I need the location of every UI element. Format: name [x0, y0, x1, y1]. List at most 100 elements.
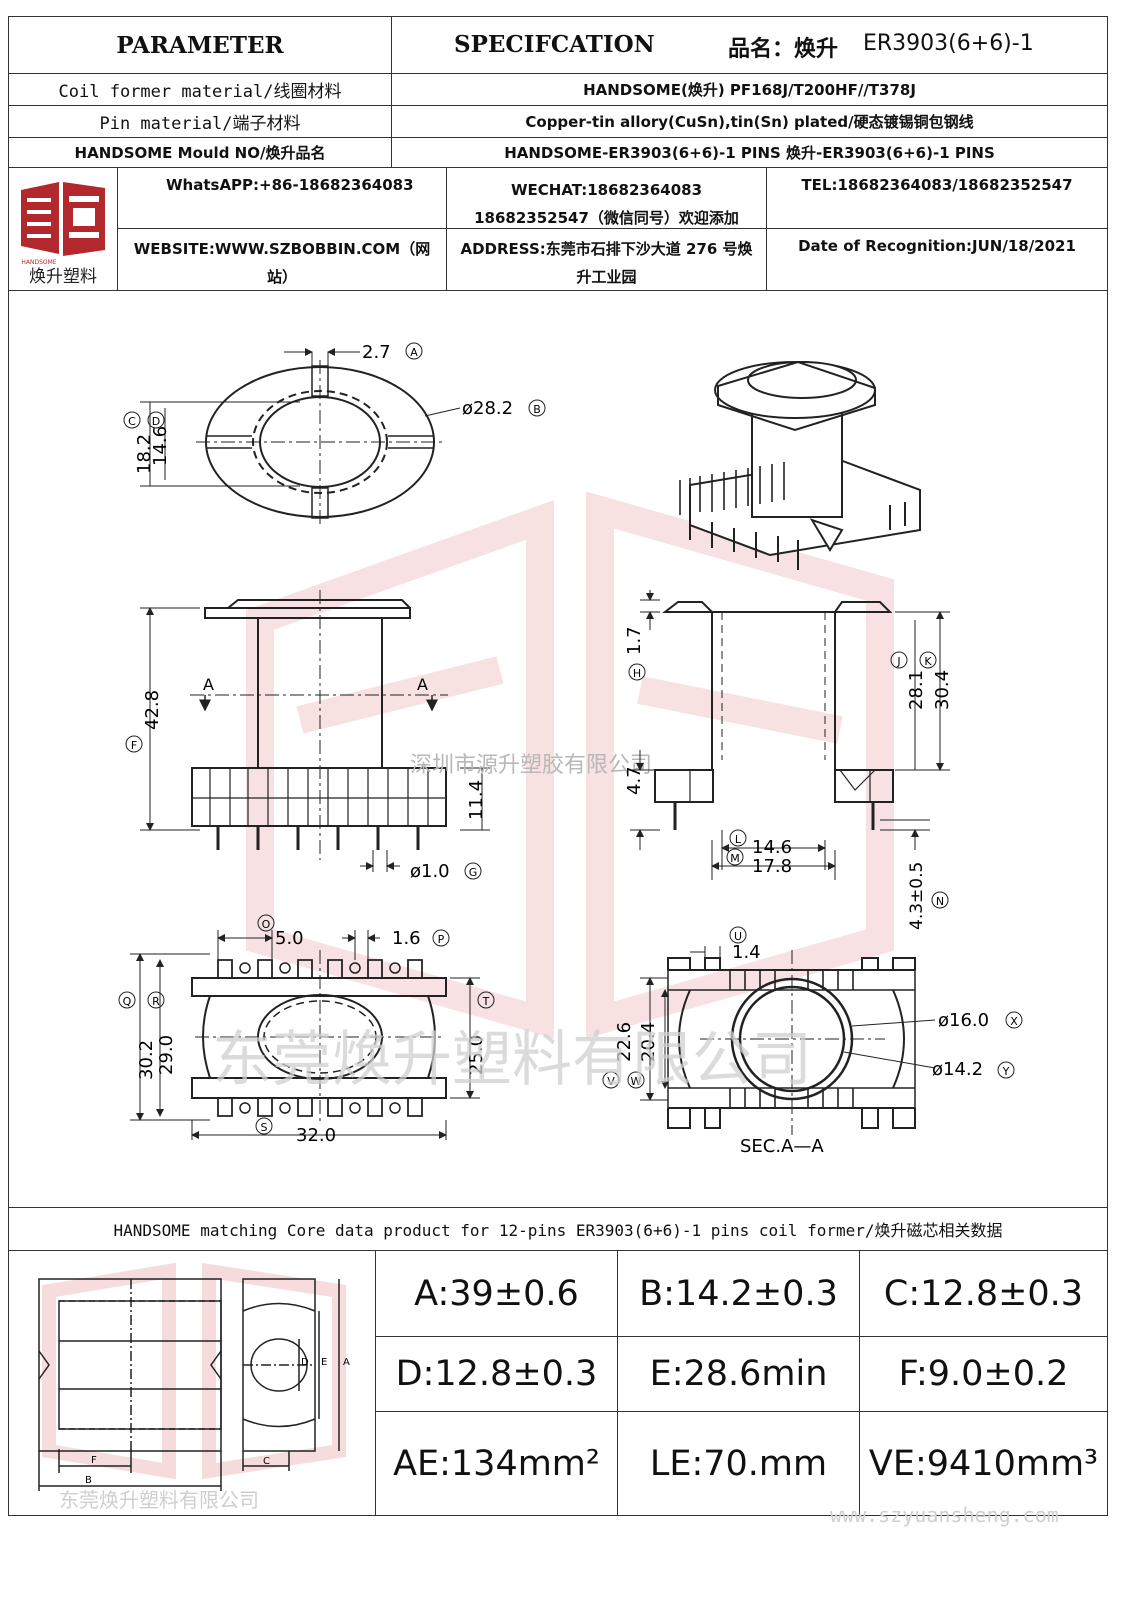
- dim-30-4: 30.4: [932, 670, 953, 710]
- svg-text:W: W: [631, 1075, 642, 1088]
- core-title-text: HANDSOME matching Core data product for …: [113, 1221, 1003, 1240]
- dim-marker-m: M: [726, 848, 744, 866]
- dim-32-0: 32.0: [296, 1125, 336, 1146]
- core-letter-a: A: [343, 1357, 350, 1368]
- svg-text:G: G: [469, 866, 478, 879]
- dim-marker-q: Q: [118, 991, 136, 1009]
- dim-4-3: 4.3±0.5: [907, 862, 927, 930]
- svg-text:M: M: [730, 852, 740, 865]
- dim-16-0: ø16.0: [938, 1010, 989, 1031]
- dim-marker-v: V: [602, 1071, 620, 1089]
- svg-text:F: F: [131, 739, 137, 752]
- row-label-text: Coil former material/线圈材料: [58, 82, 342, 102]
- dim-14-6-b: 14.6: [752, 837, 792, 858]
- date-cell: Date of Recognition:JUN/18/2021: [766, 228, 1108, 291]
- wechat-cell: WECHAT:18682364083 18682352547（微信同号）欢迎添加: [446, 167, 767, 229]
- core-data-title: HANDSOME matching Core data product for …: [8, 1207, 1108, 1251]
- dim-marker-x: X: [1005, 1011, 1023, 1029]
- tel-cell: TEL:18682364083/18682352547: [766, 167, 1108, 229]
- dim-marker-o: O: [257, 914, 275, 932]
- watermark-company-top: 深圳市源升塑胶有限公司: [410, 753, 652, 778]
- section-arrow-right: A: [417, 675, 428, 694]
- dim-1-7: 1.7: [624, 626, 645, 655]
- core-value-text: B:14.2±0.3: [639, 1273, 838, 1314]
- dim-14-6: 14.6: [150, 426, 171, 466]
- specification-header: SPECIFCATION 品名：焕升 ER3903(6+6)-1: [391, 16, 1108, 74]
- row-value-text: HANDSOME-ER3903(6+6)-1 PINS 焕升-ER3903(6+…: [504, 144, 995, 162]
- handsome-logo-icon: HANDSOME 焕升塑料: [21, 182, 105, 287]
- svg-text:L: L: [735, 833, 742, 846]
- dim-4-7: 4.7: [624, 766, 645, 795]
- row-label-coil-material: Coil former material/线圈材料: [8, 73, 392, 106]
- svg-text:A: A: [410, 346, 418, 359]
- core-value-le: LE:70.mm: [617, 1411, 860, 1516]
- section-arrow-left: A: [203, 675, 214, 694]
- dim-marker-l: L: [729, 829, 747, 847]
- svg-text:U: U: [734, 930, 742, 943]
- dim-marker-w: W: [627, 1071, 645, 1089]
- row-value-pin-material: Copper-tin allory(CuSn),tin(Sn) plated/硬…: [391, 105, 1108, 138]
- dim-marker-p: P: [432, 929, 450, 947]
- front-view: [140, 590, 490, 872]
- wechat-line-1: WECHAT:18682364083: [510, 181, 702, 199]
- svg-text:T: T: [482, 995, 490, 1008]
- dim-29-0: 29.0: [156, 1035, 177, 1075]
- dim-marker-g: G: [464, 862, 482, 880]
- core-value-c: C:12.8±0.3: [859, 1250, 1108, 1337]
- svg-text:O: O: [262, 918, 271, 931]
- dim-marker-a: A: [405, 342, 423, 360]
- core-letter-f: F: [91, 1455, 97, 1466]
- svg-text:B: B: [533, 403, 541, 416]
- core-value-text: A:39±0.6: [414, 1273, 579, 1314]
- dim-14-2: ø14.2: [932, 1059, 983, 1080]
- dim-marker-j: J: [890, 651, 908, 669]
- specification-label: SPECIFCATION: [454, 31, 655, 58]
- dim-25-0: 25.0: [466, 1035, 487, 1075]
- svg-text:S: S: [261, 1121, 268, 1134]
- dim-11-4: 11.4: [466, 780, 487, 820]
- top-view: [140, 348, 461, 525]
- dim-marker-r: R: [147, 991, 165, 1009]
- svg-text:Y: Y: [1002, 1065, 1010, 1078]
- row-value-mould-no: HANDSOME-ER3903(6+6)-1 PINS 焕升-ER3903(6+…: [391, 137, 1108, 168]
- dim-1-0: ø1.0: [410, 861, 450, 882]
- whatsapp-text: WhatsAPP:+86-18682364083: [166, 176, 414, 194]
- dim-marker-b: B: [528, 399, 546, 417]
- logo-text: HANDSOME: [21, 259, 56, 266]
- dim-22-6: 22.6: [614, 1022, 635, 1062]
- core-value-d: D:12.8±0.3: [375, 1336, 618, 1412]
- technical-drawing: 2.7 A ø28.2 B 18.2 14.6 C D: [118, 342, 1023, 1157]
- parameter-label: PARAMETER: [116, 31, 284, 59]
- company-logo: HANDSOME 焕升塑料: [8, 167, 118, 291]
- dim-30-2: 30.2: [136, 1040, 157, 1080]
- svg-text:J: J: [896, 655, 900, 668]
- svg-text:C: C: [128, 415, 136, 428]
- core-value-a: A:39±0.6: [375, 1250, 618, 1337]
- row-label-text: Pin material/端子材料: [99, 114, 301, 134]
- dim-17-8: 17.8: [752, 856, 792, 877]
- dim-28-1: 28.1: [906, 670, 927, 710]
- whatsapp-cell: WhatsAPP:+86-18682364083: [117, 167, 447, 229]
- dim-18-2: 18.2: [134, 434, 155, 474]
- address-text: ADDRESS:东莞市石排下沙大道 276 号焕升工业园: [460, 240, 753, 286]
- dim-marker-u: U: [729, 926, 747, 944]
- section-a-a-view: [640, 946, 936, 1135]
- row-value-text: Copper-tin allory(CuSn),tin(Sn) plated/硬…: [525, 113, 974, 131]
- svg-text:K: K: [924, 655, 932, 668]
- date-text: Date of Recognition:JUN/18/2021: [798, 237, 1076, 255]
- dim-42-8: 42.8: [142, 690, 163, 730]
- wechat-line-2: 18682352547（微信同号）欢迎添加: [474, 209, 739, 227]
- core-letter-b: B: [85, 1475, 92, 1486]
- svg-text:X: X: [1010, 1015, 1018, 1028]
- core-watermark: 东莞焕升塑料有限公司: [59, 1488, 259, 1512]
- dim-marker-f: F: [125, 735, 143, 753]
- core-value-b: B:14.2±0.3: [617, 1250, 860, 1337]
- dim-1-6: 1.6: [392, 928, 421, 949]
- address-cell: ADDRESS:东莞市石排下沙大道 276 号焕升工业园: [446, 228, 767, 291]
- core-value-text: C:12.8±0.3: [883, 1273, 1084, 1314]
- dim-20-4: 20.4: [638, 1022, 659, 1062]
- drawing-frame: [8, 290, 1108, 1208]
- core-value-text: D:12.8±0.3: [395, 1354, 598, 1394]
- svg-text:R: R: [152, 995, 160, 1008]
- svg-text:N: N: [936, 895, 944, 908]
